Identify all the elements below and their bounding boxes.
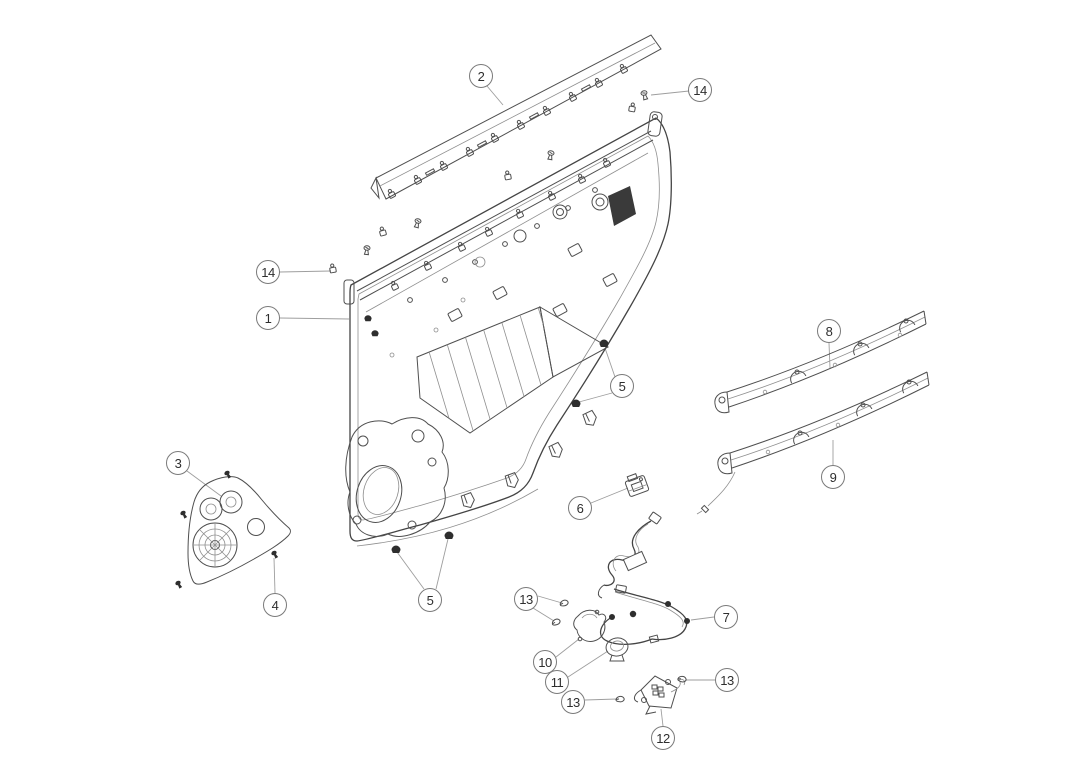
grille-screws (174, 469, 280, 590)
ring-clamp (605, 637, 629, 662)
latch-actuator (633, 675, 686, 715)
callout-part-8[interactable]: 8 (817, 319, 841, 343)
leader-lines (186, 85, 834, 727)
callout-part-2[interactable]: 2 (469, 64, 493, 88)
callout-part-11[interactable]: 11 (545, 670, 569, 694)
callout-part-5[interactable]: 5 (610, 374, 634, 398)
upper-trim-strip (370, 34, 662, 200)
door-trim-panel (343, 111, 672, 547)
callout-part-12[interactable]: 12 (651, 726, 675, 750)
callout-part-10[interactable]: 10 (533, 650, 557, 674)
callout-part-14[interactable]: 14 (256, 260, 280, 284)
speaker-grille-panel (187, 476, 291, 585)
callout-part-9[interactable]: 9 (821, 465, 845, 489)
callout-part-6[interactable]: 6 (568, 496, 592, 520)
connector-block (624, 473, 650, 497)
retainer-bracket (573, 609, 607, 642)
callout-part-5[interactable]: 5 (418, 588, 442, 612)
callout-part-13[interactable]: 13 (514, 587, 538, 611)
callout-part-14[interactable]: 14 (688, 78, 712, 102)
callout-part-7[interactable]: 7 (714, 605, 738, 629)
trim-rail-upper (714, 310, 927, 414)
wiring-harness (597, 511, 690, 645)
callout-part-13[interactable]: 13 (561, 690, 585, 714)
callout-part-1[interactable]: 1 (256, 306, 280, 330)
callout-part-3[interactable]: 3 (166, 451, 190, 475)
callout-part-4[interactable]: 4 (263, 593, 287, 617)
callout-part-13[interactable]: 13 (715, 668, 739, 692)
trim-rail-lower (696, 371, 930, 515)
